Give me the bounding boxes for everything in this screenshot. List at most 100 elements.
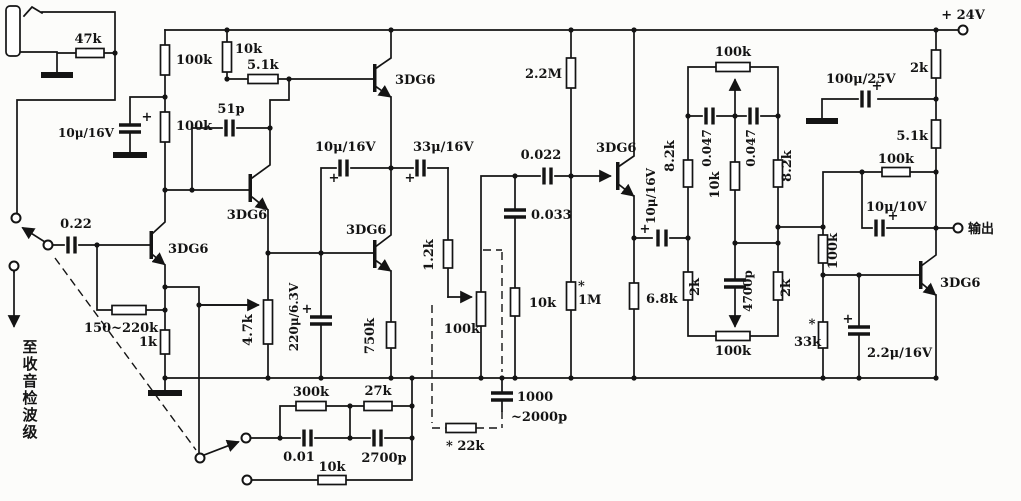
capacitor-0_01 [302,429,313,447]
input-jack [5,5,21,57]
volume-coupling-wiring [447,29,572,379]
capacitor-0047-b [748,107,759,125]
resistor-27k-label: 27k [364,384,392,399]
cap-10u16v-b-label: 10μ/16V [315,140,376,155]
tone-switch-common [194,452,206,464]
cap-220u-label: 220μ/6.3V [287,282,301,351]
pot-bass-label: 100k [715,344,752,359]
transistor-q1-label: 3DG6 [168,242,208,257]
output-label: 输出 [968,221,994,237]
cjk-char-3: 音 [22,372,37,390]
resistor-2m2-label: 2.2M [525,67,562,82]
cap-0_22-label: 0.22 [60,217,92,232]
q4-emitter-arrow [618,183,635,197]
q3-emitter-arrow [375,85,392,98]
resistor-1k [159,329,171,355]
resistor-100k-b-label: 100k [176,119,213,134]
capacitor-0047-a [704,107,715,125]
input-switch-contact-detector [8,260,20,272]
capacitor-33u16v [415,159,426,177]
pot-4k7-label: 4.7k [241,313,256,346]
resistor-2k-c [930,49,942,79]
resistor-750k-label: 750k [363,317,378,354]
output-stage-wiring [777,29,955,379]
cap-10u16v-a-label: 10μ/16V [58,126,115,140]
plus-a: + [142,110,153,125]
transistor-q4-label: 3DG6 [596,141,636,156]
plus-b: + [302,302,313,317]
transistor-bars [149,64,923,289]
ganged-switch-links [54,249,503,451]
pot-volume-label: 100k [444,322,481,337]
cap-2u2-label: 2.2μ/16V [867,346,933,361]
capacitor-2700p [372,429,383,447]
output-terminal [952,222,964,234]
resistor-300k-label: 300k [293,385,330,400]
resistor-100k-c-label: 100k [878,152,915,167]
resistor-750k [385,321,397,349]
cjk-char-6: 级 [22,423,38,441]
plus-f: + [872,79,883,94]
transistor-q4-bar [616,162,620,190]
resistor-1k-label: 1k [139,335,158,350]
cap-1000-2000p-line2: ~2000p [511,410,567,425]
resistor-27k [363,400,393,412]
transistor-q3b-label: 3DG6 [346,223,386,238]
resistor-33k [817,321,829,349]
capacitor-10u16v-c [656,229,668,247]
resistor-47k-label: 47k [74,32,102,47]
cap-0_022-label: 0.022 [521,148,562,163]
plus-g: + [888,209,899,224]
capacitors [66,90,885,447]
transistor-q2-bar [248,174,252,202]
resistor-10k-d-label: 10k [708,170,723,198]
capacitor-0_022 [542,167,553,185]
transistor-q6-bar [919,261,923,289]
resistor-5k1-b-label: 5.1k [896,129,929,144]
loudness-network-wiring [249,377,413,481]
ground-jack [41,72,73,78]
ground-supply-cap [806,118,838,124]
cap-2700p-label: 2700p [361,451,406,466]
q6-emitter-arrow [921,282,937,296]
resistor-47k [75,47,105,59]
labels: + 24V 输出 47k 10μ/16V + 100k 100k 10k 5.1… [22,8,994,475]
input-switch-common [42,239,54,251]
resistor-100k-d-label: 100k [826,232,841,269]
capacitor-0_033 [504,208,526,219]
resistor-6k8 [628,282,640,310]
cap-100u25v-label: 100μ/25V [826,72,896,87]
power-terminal [957,24,969,36]
resistor-1m-star: * [578,279,585,294]
capacitor-0_22 [66,236,77,254]
resistor-33k-label: 33k [794,335,822,350]
capacitor-1000-2000p [491,391,513,402]
q3b-emitter-arrow [375,259,392,272]
cjk-char-5: 波 [22,406,38,424]
capacitor-51p [224,119,235,137]
resistor-10k-b-label: 10k [529,296,557,311]
to-detector-vertical-label: 至 收 音 检 波 级 [22,338,38,441]
q1-emitter-arrow [151,252,166,266]
terminals-and-switch-contacts [8,24,969,486]
resistor-150-220k [111,304,147,316]
transistor-q3-bar [373,64,377,92]
resistor-2k-c-label: 2k [910,61,929,76]
cjk-char-1: 至 [22,338,37,356]
resistor-2m2 [565,57,577,89]
resistor-10k-c-label: 10k [318,460,346,475]
capacitor-2u2 [848,325,870,336]
capacitor-220u [310,315,332,326]
stage2-stage3-wiring [164,29,449,379]
resistor-2k-a-label: 2k [688,277,703,296]
ground-stage1 [148,390,182,396]
resistor-10k-b [509,287,521,317]
cap-4700p-label: 4700p [741,270,755,312]
cap-0_033-label: 0.033 [531,208,572,223]
tone-switch-contact-a [240,432,252,444]
resistor-8k2-b-label: 8.2k [780,149,795,182]
capacitor-100u25v [860,90,871,108]
input-jack-wiring [16,5,116,214]
plus-e: + [640,222,651,237]
